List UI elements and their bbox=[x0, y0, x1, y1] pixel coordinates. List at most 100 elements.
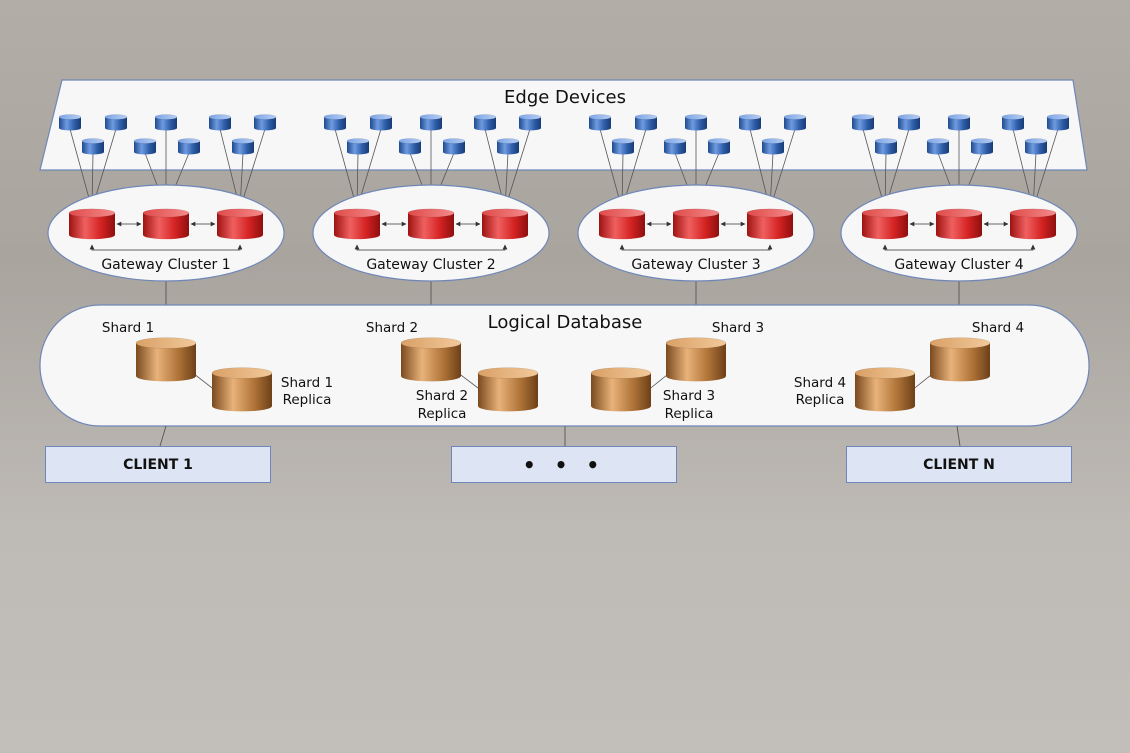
edge-device-icon bbox=[874, 138, 898, 155]
gateway-cluster: Gateway Cluster 2 bbox=[312, 184, 550, 282]
logical-database-container bbox=[39, 304, 1090, 427]
device-link-line bbox=[239, 128, 266, 210]
device-link-line bbox=[599, 128, 623, 210]
shard-db-icon bbox=[400, 337, 462, 382]
replica-label-line1: Shard 4 bbox=[794, 375, 846, 391]
shard-db-icon bbox=[665, 337, 727, 382]
edge-device-icon bbox=[684, 114, 708, 131]
node-bracket-arrow bbox=[354, 244, 508, 251]
gateway-node-icon bbox=[333, 208, 381, 240]
edge-device-icon bbox=[346, 138, 370, 155]
gateway-cluster-label: Gateway Cluster 4 bbox=[894, 257, 1023, 273]
edge-devices-band bbox=[39, 79, 1088, 171]
gateway-node-icon bbox=[935, 208, 983, 240]
gateway-node-icon bbox=[407, 208, 455, 240]
replica-label-line1: Shard 3 bbox=[663, 388, 715, 404]
client-1-box[interactable]: CLIENT 1 bbox=[45, 446, 271, 483]
edge-device-icon bbox=[947, 114, 971, 131]
gateway-node-icon bbox=[746, 208, 794, 240]
node-bracket-arrow bbox=[619, 244, 773, 251]
gateway-node-icon bbox=[68, 208, 116, 240]
replica-label-line1: Shard 1 bbox=[281, 375, 333, 391]
client-n-label: CLIENT N bbox=[923, 456, 995, 473]
gateway-node-icon bbox=[598, 208, 646, 240]
gateway-cluster-label: Gateway Cluster 2 bbox=[366, 257, 495, 273]
client-n-box[interactable]: CLIENT N bbox=[846, 446, 1072, 483]
edge-device-icon bbox=[133, 138, 157, 155]
edge-device-icon bbox=[496, 138, 520, 155]
edge-device-icon bbox=[323, 114, 347, 131]
replica-db-icon bbox=[590, 367, 652, 412]
node-bracket-arrow bbox=[882, 244, 1036, 251]
edge-device-icon bbox=[663, 138, 687, 155]
edge-device-icon bbox=[518, 114, 542, 131]
edge-device-icon bbox=[104, 114, 128, 131]
edge-device-icon bbox=[154, 114, 178, 131]
edge-devices-title: Edge Devices bbox=[504, 87, 626, 108]
edge-device-group bbox=[58, 114, 1070, 155]
replica-db-icon bbox=[211, 367, 273, 412]
edge-device-icon bbox=[761, 138, 785, 155]
client-1-connector bbox=[159, 425, 167, 447]
edge-device-icon bbox=[1001, 114, 1025, 131]
device-link-line bbox=[504, 128, 531, 210]
shard-label: Shard 3 bbox=[712, 320, 764, 336]
shard-label: Shard 4 bbox=[972, 320, 1024, 336]
node-bracket-arrow bbox=[89, 244, 243, 251]
edge-device-icon bbox=[58, 114, 82, 131]
gateway-cluster-label: Gateway Cluster 1 bbox=[101, 257, 230, 273]
edge-device-icon bbox=[177, 138, 201, 155]
gateway-node-icon bbox=[216, 208, 264, 240]
edge-device-icon bbox=[707, 138, 731, 155]
edge-device-icon bbox=[738, 114, 762, 131]
edge-device-icon bbox=[398, 138, 422, 155]
shard-db-icon bbox=[135, 337, 197, 382]
gateway-node-icon bbox=[672, 208, 720, 240]
replica-label-line2: Replica bbox=[665, 406, 714, 422]
client-more-box[interactable]: • • • bbox=[451, 446, 677, 483]
shard-label: Shard 1 bbox=[102, 320, 154, 336]
edge-device-icon bbox=[970, 138, 994, 155]
device-link-line bbox=[334, 128, 358, 210]
gateway-node-icon bbox=[142, 208, 190, 240]
edge-device-icon bbox=[611, 138, 635, 155]
edge-device-icon bbox=[369, 114, 393, 131]
logical-database-label: Logical Database bbox=[488, 312, 643, 333]
edge-device-icon bbox=[231, 138, 255, 155]
edge-device-icon bbox=[1046, 114, 1070, 131]
client-more-label: • • • bbox=[522, 452, 606, 477]
gateway-node-icon bbox=[481, 208, 529, 240]
device-link-line bbox=[862, 128, 886, 210]
gateway-node-icon bbox=[1009, 208, 1057, 240]
edge-device-icon bbox=[208, 114, 232, 131]
device-link-line bbox=[1032, 128, 1059, 210]
replica-db-icon bbox=[477, 367, 539, 412]
replica-label-line2: Replica bbox=[418, 406, 467, 422]
gateway-node-icon bbox=[861, 208, 909, 240]
replica-label-line2: Replica bbox=[796, 392, 845, 408]
edge-device-icon bbox=[588, 114, 612, 131]
device-link-line bbox=[769, 128, 796, 210]
edge-device-icon bbox=[419, 114, 443, 131]
device-link-line bbox=[69, 128, 93, 210]
edge-device-icon bbox=[851, 114, 875, 131]
edge-device-icon bbox=[783, 114, 807, 131]
gateway-cluster: Gateway Cluster 3 bbox=[577, 184, 815, 282]
edge-device-icon bbox=[253, 114, 277, 131]
edge-device-icon bbox=[81, 138, 105, 155]
gateway-cluster-label: Gateway Cluster 3 bbox=[631, 257, 760, 273]
replica-label-line1: Shard 2 bbox=[416, 388, 468, 404]
client-n-connector bbox=[956, 425, 961, 447]
replica-label-line2: Replica bbox=[283, 392, 332, 408]
gateway-cluster-group: Gateway Cluster 1 Gateway Cluster 2 Gatewa… bbox=[47, 184, 1078, 282]
edge-device-icon bbox=[473, 114, 497, 131]
edge-device-icon bbox=[1024, 138, 1048, 155]
gateway-cluster: Gateway Cluster 4 bbox=[840, 184, 1078, 282]
shard-label: Shard 2 bbox=[366, 320, 418, 336]
edge-device-icon bbox=[634, 114, 658, 131]
replica-db-icon bbox=[854, 367, 916, 412]
edge-device-icon bbox=[926, 138, 950, 155]
gateway-cluster: Gateway Cluster 1 bbox=[47, 184, 285, 282]
